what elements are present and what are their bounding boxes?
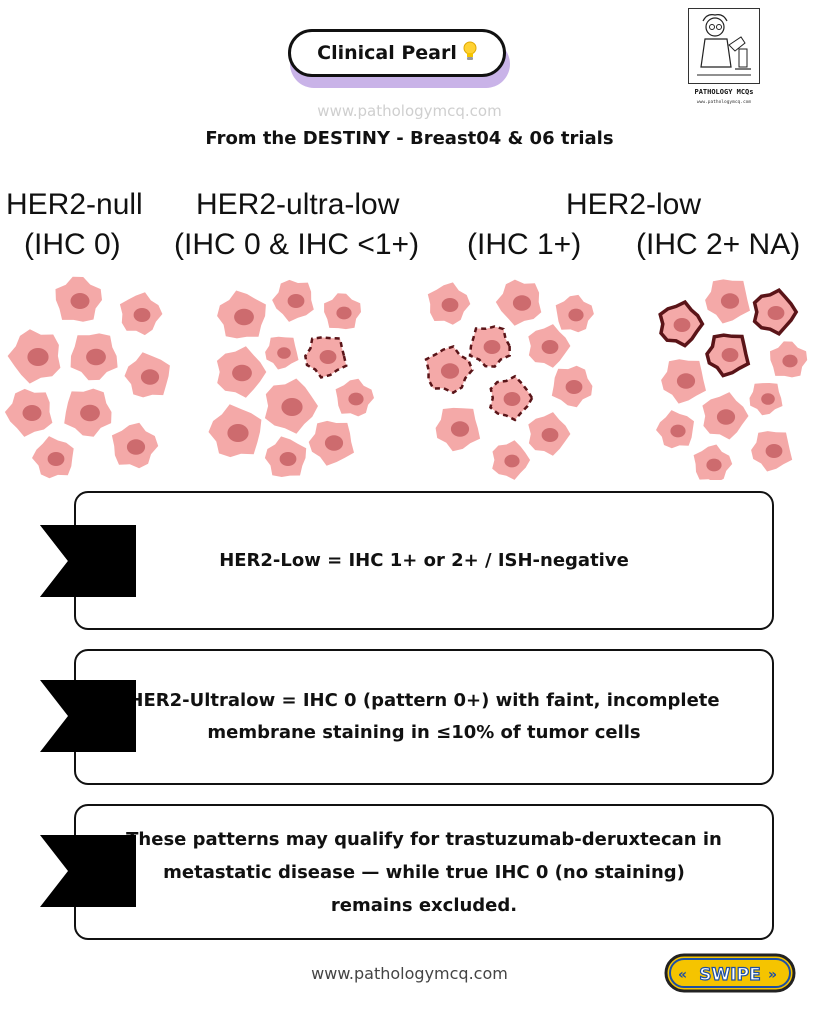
tumor-cell [770,341,808,378]
tumor-cell [435,407,481,452]
her2-low-definition: HER2-Low = IHC 1+ or 2+ / ISH-negative [219,550,629,571]
tumor-cell [661,359,706,404]
tumor-cell [551,365,593,408]
her2-low-definition-box: HER2-Low = IHC 1+ or 2+ / ISH-negative [74,491,774,630]
tumor-cell [55,276,102,322]
tumor-cell [528,324,571,368]
tumor-cell [264,436,307,477]
her2-ultralow-title: HER2-ultra-low [196,188,400,221]
pill-label: Clinical Pearl [317,42,457,64]
tumor-cell [265,336,299,370]
ribbon-flag-icon [40,835,136,907]
tumor-cell [324,293,361,330]
her2-ultralow-line-1: HER2-Ultralow = IHC 0 (pattern 0+) with … [128,690,720,711]
eligibility-line-1: These patterns may qualify for trastuzum… [126,828,722,850]
logo-title: PATHOLOGY MCQs [694,88,754,96]
tumor-cell [272,279,314,322]
clinical-pearl-badge: Clinical Pearl [288,29,506,77]
eligibility-line-3: remains excluded. [330,894,518,916]
tumor-cell [264,378,318,434]
treatment-eligibility-box: These patterns may qualify for trastuzum… [74,804,774,940]
faintly-stained-cell [468,325,511,368]
page-subtitle: From the DESTINY - Breast04 & 06 trials [205,128,614,149]
tumor-cell [749,383,783,416]
strongly-stained-cell [705,333,751,378]
tumor-cell [217,290,266,339]
tumor-cell [705,279,750,324]
tumor-cell [751,431,793,472]
chevron-left-icon: « [678,967,687,983]
her2-null-title: HER2-null [6,188,143,221]
ribbon-flag-icon [40,525,136,597]
tumor-cell [495,279,542,326]
her2-low-title: HER2-low [566,188,702,221]
tumor-cell [492,440,531,480]
strongly-stained-cell [752,288,799,336]
tumor-cell [656,410,694,449]
ihc-cell-illustrations [4,276,808,480]
tumor-cell [208,404,262,458]
tumor-cell [702,392,749,440]
faintly-stained-cell [488,374,534,422]
chevron-right-icon: » [768,967,777,983]
tumor-cell [555,294,594,333]
tumor-cell [4,388,53,437]
tumor-cell [427,282,471,325]
strongly-stained-cell [658,299,705,348]
her2-null-subtitle: (IHC 0) [24,228,121,261]
her2-ultralow-line-2: membrane staining in ≤10% of tumor cells [207,722,641,743]
tumor-cell [216,346,267,398]
tumor-cell [32,436,74,479]
tumor-cell [119,292,163,336]
logo-url: www.pathologymcq.com [696,100,752,105]
pathology-mcqs-logo: PATHOLOGY MCQs www.pathologymcq.com [688,8,760,118]
tumor-cell [70,333,118,381]
swipe-button[interactable]: « SWIPE » [664,953,796,993]
tumor-cell [7,329,61,384]
ribbon-flag-icon [40,680,136,752]
tumor-cell [111,422,159,469]
her2-ultralow-subtitle: (IHC 0 & IHC <1+) [174,228,420,261]
tumor-cell [335,378,374,417]
tumor-cell [64,388,112,437]
tumor-cell [124,352,170,398]
eligibility-line-2: metastatic disease — while true IHC 0 (n… [163,861,685,883]
scientist-illustration [688,8,760,84]
site-url-top: www.pathologymcq.com [317,102,502,120]
her2-ultralow-definition-box: HER2-Ultralow = IHC 0 (pattern 0+) with … [74,649,774,785]
swipe-label: SWIPE [699,965,760,985]
lightbulb-icon [463,41,477,66]
tumor-cell [528,412,571,456]
faintly-stained-cell [424,345,474,395]
faintly-stained-cell [303,336,348,379]
tumor-cell [693,444,733,480]
her2-low-ihc1-subtitle: (IHC 1+) [467,228,582,261]
tumor-cell [308,420,354,466]
site-url-bottom: www.pathologymcq.com [311,964,508,983]
her2-low-ihc2-subtitle: (IHC 2+ NA) [636,228,801,261]
